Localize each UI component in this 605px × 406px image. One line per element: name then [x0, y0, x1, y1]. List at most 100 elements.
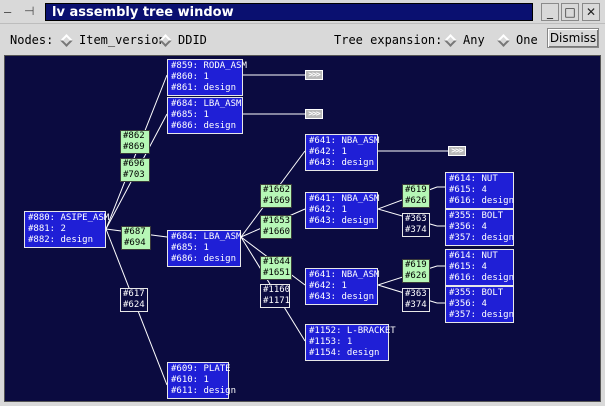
edge-label[interactable]: #1160 #1171: [260, 284, 290, 308]
radio-item-version[interactable]: Item_version: [60, 33, 166, 49]
node-line: #615: 4: [449, 185, 487, 195]
radio-one[interactable]: One: [497, 33, 538, 49]
radio-indicator-icon: [60, 34, 73, 47]
node-line: #616: design: [449, 273, 515, 283]
radio-one-label: One: [516, 33, 538, 47]
edge-label-line: #1160: [263, 285, 291, 295]
tree-node[interactable]: #684: LBA_ASM #685: 1 #686: design: [167, 230, 241, 267]
node-line: #685: 1: [171, 243, 209, 253]
tree-node[interactable]: #859: RODA_ASM #860: 1 #861: design: [167, 59, 247, 96]
tree-expansion-label: Tree expansion:: [334, 33, 443, 47]
toolbar: Nodes: Item_version DDID Tree expansion:…: [0, 25, 605, 55]
title-bar[interactable]: — ⊣ lv assembly tree window _ □ ✕: [0, 0, 605, 24]
node-line: #610: 1: [171, 375, 209, 385]
node-line: #643: design: [309, 292, 375, 302]
minimize-icon[interactable]: _: [541, 3, 559, 21]
tree-node[interactable]: #609: PLATE #610: 1 #611: design: [167, 362, 237, 399]
edge-label-line: #363: [405, 214, 427, 224]
expand-subtree-button[interactable]: >>>: [305, 109, 323, 119]
edge-label[interactable]: #619 #626: [402, 259, 430, 283]
tree-node[interactable]: #880: ASIPE_ASM #881: 2 #882: design: [24, 211, 109, 248]
node-line: #860: 1: [171, 72, 209, 82]
tree-node[interactable]: #641: NBA_ASM #642: 1 #643: design: [305, 134, 380, 171]
edge-label-line: #619: [405, 185, 427, 195]
radio-any-label: Any: [463, 33, 485, 47]
node-line: #861: design: [171, 83, 237, 93]
node-line: #355: BOLT: [449, 288, 504, 298]
node-line: #686: design: [171, 121, 237, 131]
node-line: #643: design: [309, 158, 375, 168]
radio-ddid[interactable]: DDID: [159, 33, 207, 49]
node-line: #881: 2: [28, 224, 66, 234]
node-line: #642: 1: [309, 147, 347, 157]
node-line: #641: NBA_ASM: [309, 136, 380, 146]
node-line: #643: design: [309, 216, 375, 226]
edge-label-line: #617: [123, 289, 145, 299]
node-line: #641: NBA_ASM: [309, 194, 380, 204]
edge-label-line: #696: [123, 159, 145, 169]
edge-label-line: #687: [124, 227, 146, 237]
edge-label[interactable]: #687 #694: [121, 226, 151, 250]
radio-any[interactable]: Any: [444, 33, 485, 49]
tree-node[interactable]: #355: BOLT #356: 4 #357: design: [445, 286, 514, 323]
radio-indicator-icon: [159, 34, 172, 47]
node-line: #1152: L-BRACKET: [309, 326, 396, 336]
edge-label[interactable]: #696 #703: [120, 158, 150, 182]
node-line: #357: design: [449, 310, 515, 320]
edge-label-line: #694: [124, 238, 146, 248]
edge-label-line: #1644: [263, 257, 291, 267]
node-line: #859: RODA_ASM: [171, 61, 247, 71]
nodes-label: Nodes:: [10, 33, 54, 47]
tree-node[interactable]: #641: NBA_ASM #642: 1 #643: design: [305, 192, 380, 229]
node-line: #357: design: [449, 233, 515, 243]
tree-node[interactable]: #684: LBA_ASM #685: 1 #686: design: [167, 97, 243, 134]
tree-node[interactable]: #614: NUT #615: 4 #616: design: [445, 249, 514, 286]
edge-label-line: #869: [123, 142, 145, 152]
edge-label[interactable]: #363 #374: [402, 288, 430, 312]
node-line: #356: 4: [449, 222, 487, 232]
edge-label-line: #1171: [263, 296, 291, 306]
assembly-tree-canvas[interactable]: >>> >>> >>> #862 #869 #696 #703 #687 #69…: [4, 55, 601, 402]
node-line: #1154: design: [309, 348, 380, 358]
node-line: #611: design: [171, 386, 237, 396]
node-line: #684: LBA_ASM: [171, 99, 242, 109]
tree-node[interactable]: #614: NUT #615: 4 #616: design: [445, 172, 514, 209]
edge-label-line: #1662: [263, 185, 291, 195]
edge-label-line: #626: [405, 196, 427, 206]
close-icon[interactable]: ✕: [582, 3, 600, 21]
edge-label[interactable]: #1653 #1660: [260, 215, 292, 239]
edge-label[interactable]: #619 #626: [402, 184, 430, 208]
edge-label[interactable]: #617 #624: [120, 288, 148, 312]
tree-node[interactable]: #641: NBA_ASM #642: 1 #643: design: [305, 268, 380, 305]
node-line: #356: 4: [449, 299, 487, 309]
node-line: #684: LBA_ASM: [171, 232, 242, 242]
edge-label[interactable]: #363 #374: [402, 213, 430, 237]
expand-subtree-button[interactable]: >>>: [448, 146, 466, 156]
edge-label-line: #1669: [263, 196, 291, 206]
node-line: #614: NUT: [449, 174, 498, 184]
radio-indicator-icon: [444, 34, 457, 47]
pin-icon[interactable]: ⊣: [24, 4, 35, 18]
edge-label-line: #374: [405, 225, 427, 235]
tree-node[interactable]: #1152: L-BRACKET #1153: 1 #1154: design: [305, 324, 396, 361]
edge-label-line: #1660: [263, 227, 291, 237]
dismiss-button[interactable]: Dismiss: [547, 28, 599, 48]
expand-subtree-button[interactable]: >>>: [305, 70, 323, 80]
window-title: lv assembly tree window: [45, 3, 533, 21]
edge-label[interactable]: #862 #869: [120, 130, 150, 154]
edge-label[interactable]: #1644 #1651: [260, 256, 292, 280]
tree-node[interactable]: #355: BOLT #356: 4 #357: design: [445, 209, 514, 246]
node-line: #355: BOLT: [449, 211, 504, 221]
edge-label-line: #703: [123, 170, 145, 180]
node-line: #641: NBA_ASM: [309, 270, 380, 280]
edge-label-line: #619: [405, 260, 427, 270]
node-line: #686: design: [171, 254, 237, 264]
edge-label[interactable]: #1662 #1669: [260, 184, 292, 208]
edge-label-line: #1651: [263, 268, 291, 278]
maximize-icon[interactable]: □: [561, 3, 579, 21]
node-line: #642: 1: [309, 205, 347, 215]
radio-item-version-label: Item_version: [79, 33, 166, 47]
radio-ddid-label: DDID: [178, 33, 207, 47]
edge-label-line: #626: [405, 271, 427, 281]
window-menu-icon[interactable]: —: [4, 5, 12, 19]
